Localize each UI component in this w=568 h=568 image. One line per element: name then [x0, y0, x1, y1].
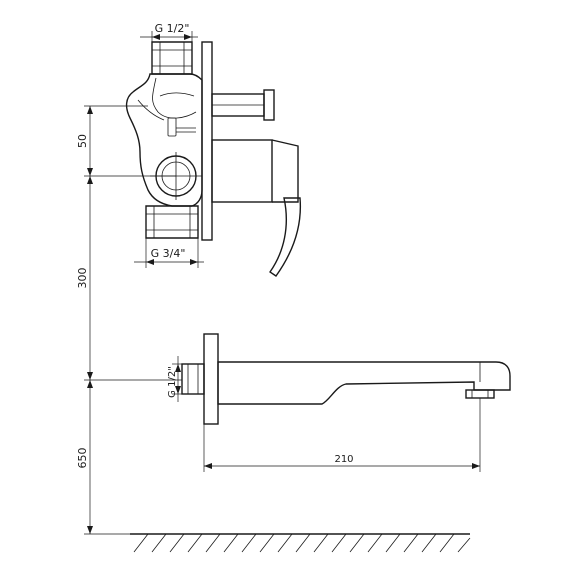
- spout-connector: [181, 363, 205, 395]
- wall-plate: [201, 41, 213, 241]
- vertical-dimension-chain: [84, 105, 182, 535]
- mixer-body: [125, 41, 302, 277]
- dim-label-300: 300: [76, 268, 89, 289]
- spout-length-dimension: [203, 398, 481, 472]
- inlet-nut: [151, 41, 193, 75]
- spout-thread-label: G 1/2": [167, 366, 178, 398]
- spout: [181, 333, 511, 425]
- inlet-thread-dimension: [140, 31, 198, 42]
- dim-label-650: 650: [76, 448, 89, 469]
- aerator: [465, 389, 495, 399]
- inlet-thread-label: G 1/2": [155, 22, 190, 35]
- spout-thread-dimension: [172, 356, 182, 402]
- outlet-thread-dimension: [134, 238, 204, 268]
- floor-line: [130, 533, 471, 553]
- lever-handle: [269, 197, 302, 277]
- outlet-thread-label: G 3/4": [151, 247, 186, 260]
- diverter-knob: [263, 89, 275, 121]
- dim-label-50: 50: [76, 134, 89, 148]
- cartridge-housing: [211, 139, 273, 203]
- dim-label-210: 210: [334, 454, 353, 465]
- spout-body: [217, 361, 511, 405]
- valve-body: [125, 73, 203, 207]
- spout-flange: [203, 333, 219, 425]
